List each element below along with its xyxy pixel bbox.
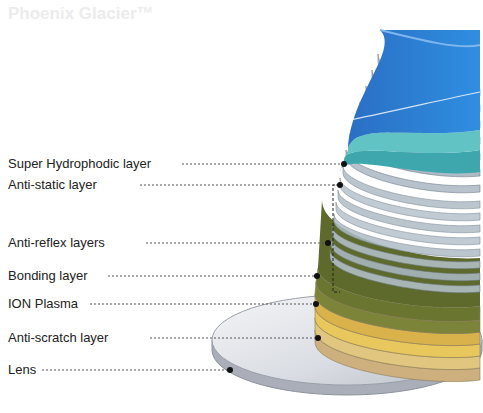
- anti-static-layer: [340, 150, 480, 173]
- layer-label: Anti-reflex layers: [8, 235, 105, 251]
- hydrophobic-edge: [380, 30, 480, 46]
- leader-dots: [227, 161, 347, 373]
- layer-label: Lens: [8, 362, 36, 378]
- watermark: Phoenix Glacier™: [8, 6, 154, 22]
- glare-line: [350, 92, 480, 120]
- layer-label: Bonding layer: [8, 268, 88, 284]
- layer-label: Anti-scratch layer: [8, 330, 108, 346]
- bracket: [333, 185, 340, 292]
- layer-label: Anti-static layer: [8, 177, 97, 193]
- layer-label: Super Hydrophodic layer: [8, 156, 151, 172]
- layer-label: ION Plasma: [8, 296, 78, 312]
- hydrophobic-layer: [348, 30, 480, 150]
